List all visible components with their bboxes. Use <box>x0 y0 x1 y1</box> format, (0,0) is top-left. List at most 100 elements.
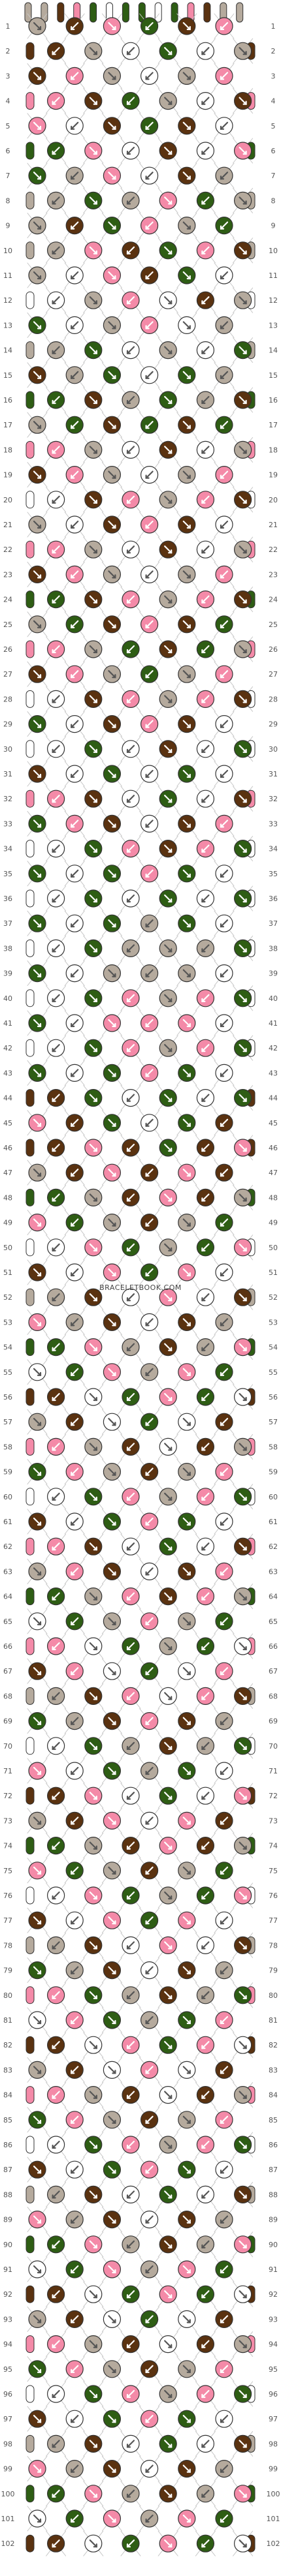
knot-arrow <box>126 1044 135 1052</box>
knot-arrow-head <box>71 674 75 679</box>
knot-arrow-head <box>126 2543 131 2548</box>
knot-arrow-head <box>71 1272 75 1277</box>
knot-arrow-head <box>220 1770 225 1775</box>
knot-arrow <box>220 2315 229 2323</box>
row-number-left: 30 <box>3 745 12 754</box>
knot-arrow <box>71 1667 79 1676</box>
knot-arrow-head <box>126 1895 131 1900</box>
knot-arrow <box>89 2190 97 2199</box>
knot-arrow <box>108 1517 116 1526</box>
knot-arrow-head <box>71 574 75 579</box>
row-number-right: 84 <box>269 2091 278 2100</box>
edge-string-left <box>25 440 35 459</box>
knot-arrow <box>126 2340 135 2348</box>
knot-arrow <box>164 1841 173 1850</box>
knot-arrow <box>71 1517 79 1526</box>
knot-arrow <box>108 1467 116 1476</box>
knot-arrow <box>164 97 173 105</box>
row-number-left: 39 <box>3 970 12 978</box>
knot-arrow <box>220 570 229 579</box>
knot-arrow-head <box>145 325 150 330</box>
row-number-left: 1 <box>6 22 10 31</box>
edge-string-left <box>25 1139 35 1157</box>
knot-arrow <box>71 919 79 928</box>
knot-arrow-head <box>37 524 42 529</box>
row-number-right: 9 <box>271 222 276 230</box>
row-number-right: 73 <box>269 1817 278 1825</box>
knot-arrow <box>89 2389 97 2399</box>
knot-arrow-head <box>126 2444 131 2448</box>
knot-arrow <box>108 2215 116 2224</box>
knot-arrow-head <box>220 1422 225 1426</box>
knot-arrow-head <box>242 300 247 305</box>
knot-arrow <box>239 1443 247 1451</box>
knot-arrow-head <box>242 150 247 155</box>
knot-arrow-head <box>37 2319 42 2323</box>
knot-arrow <box>164 844 173 853</box>
knot-arrow <box>201 97 210 105</box>
knot-arrow-head <box>145 1272 150 1277</box>
string-start-cap <box>24 2 32 23</box>
knot-arrow <box>52 545 60 554</box>
row-number-right: 10 <box>269 247 278 255</box>
knot-arrow-head <box>126 1297 131 1302</box>
knot-arrow <box>126 1991 135 1999</box>
knot-arrow <box>33 2265 42 2274</box>
knot-arrow-head <box>220 1173 225 1177</box>
knot-arrow-head <box>37 2419 42 2423</box>
knot-arrow <box>33 1717 42 1725</box>
knot-arrow-head <box>52 2045 56 2049</box>
knot-arrow <box>89 1542 97 1551</box>
knot-arrow <box>239 2389 247 2399</box>
knot-arrow <box>89 795 97 803</box>
knot-arrow <box>201 47 210 55</box>
knot-arrow <box>108 919 116 928</box>
knot-arrow <box>89 495 97 504</box>
knot-arrow <box>52 446 60 454</box>
edge-string-left <box>25 1837 35 1855</box>
knot-arrow-head <box>201 2543 206 2548</box>
knot-arrow-head <box>242 2393 247 2399</box>
knot-arrow <box>126 2091 135 2099</box>
knot-arrow <box>164 2489 173 2498</box>
row-number-left: 17 <box>3 421 12 429</box>
knot-arrow-head <box>112 724 116 728</box>
knot-arrow <box>145 1368 154 1376</box>
knot-arrow-head <box>37 1521 42 1526</box>
knot-arrow <box>108 2166 116 2174</box>
knot-arrow <box>220 2365 229 2373</box>
knot-arrow-head <box>242 250 247 254</box>
knot-arrow-head <box>112 2419 116 2423</box>
knot-arrow <box>239 346 247 354</box>
knot-arrow <box>182 2514 191 2523</box>
knot-arrow-head <box>145 2119 150 2124</box>
knot-arrow <box>145 22 154 31</box>
knot-arrow-head <box>71 1571 75 1576</box>
knot-arrow-head <box>201 1745 206 1750</box>
edge-string-left <box>25 1388 35 1406</box>
knot-arrow <box>220 1418 229 1426</box>
knot-arrow-head <box>186 125 191 130</box>
row-number-right: 44 <box>269 1094 278 1103</box>
knot-arrow <box>145 1916 154 1925</box>
knot-arrow <box>145 1218 154 1227</box>
knot-arrow <box>239 2091 247 2099</box>
knot-arrow-head <box>93 599 97 604</box>
row-number-right: 53 <box>269 1318 278 1326</box>
knot-arrow-head <box>112 1422 116 1426</box>
knot-arrow-head <box>71 125 75 130</box>
knot-arrow <box>52 645 60 654</box>
edge-string-left <box>25 191 35 209</box>
knot-arrow-head <box>37 2119 42 2124</box>
row-number-left: 71 <box>3 1767 12 1775</box>
row-number-left: 84 <box>3 2091 12 2100</box>
knot-arrow <box>126 1642 135 1651</box>
knot-arrow-head <box>37 873 42 878</box>
knot-arrow <box>201 1941 210 1950</box>
row-number-left: 25 <box>3 621 12 629</box>
knot-arrow-head <box>186 724 191 728</box>
knot-arrow <box>201 1193 210 1202</box>
knot-arrow-head <box>220 1970 225 1974</box>
knot-arrow <box>182 371 191 379</box>
row-number-right: 64 <box>269 1593 278 1601</box>
